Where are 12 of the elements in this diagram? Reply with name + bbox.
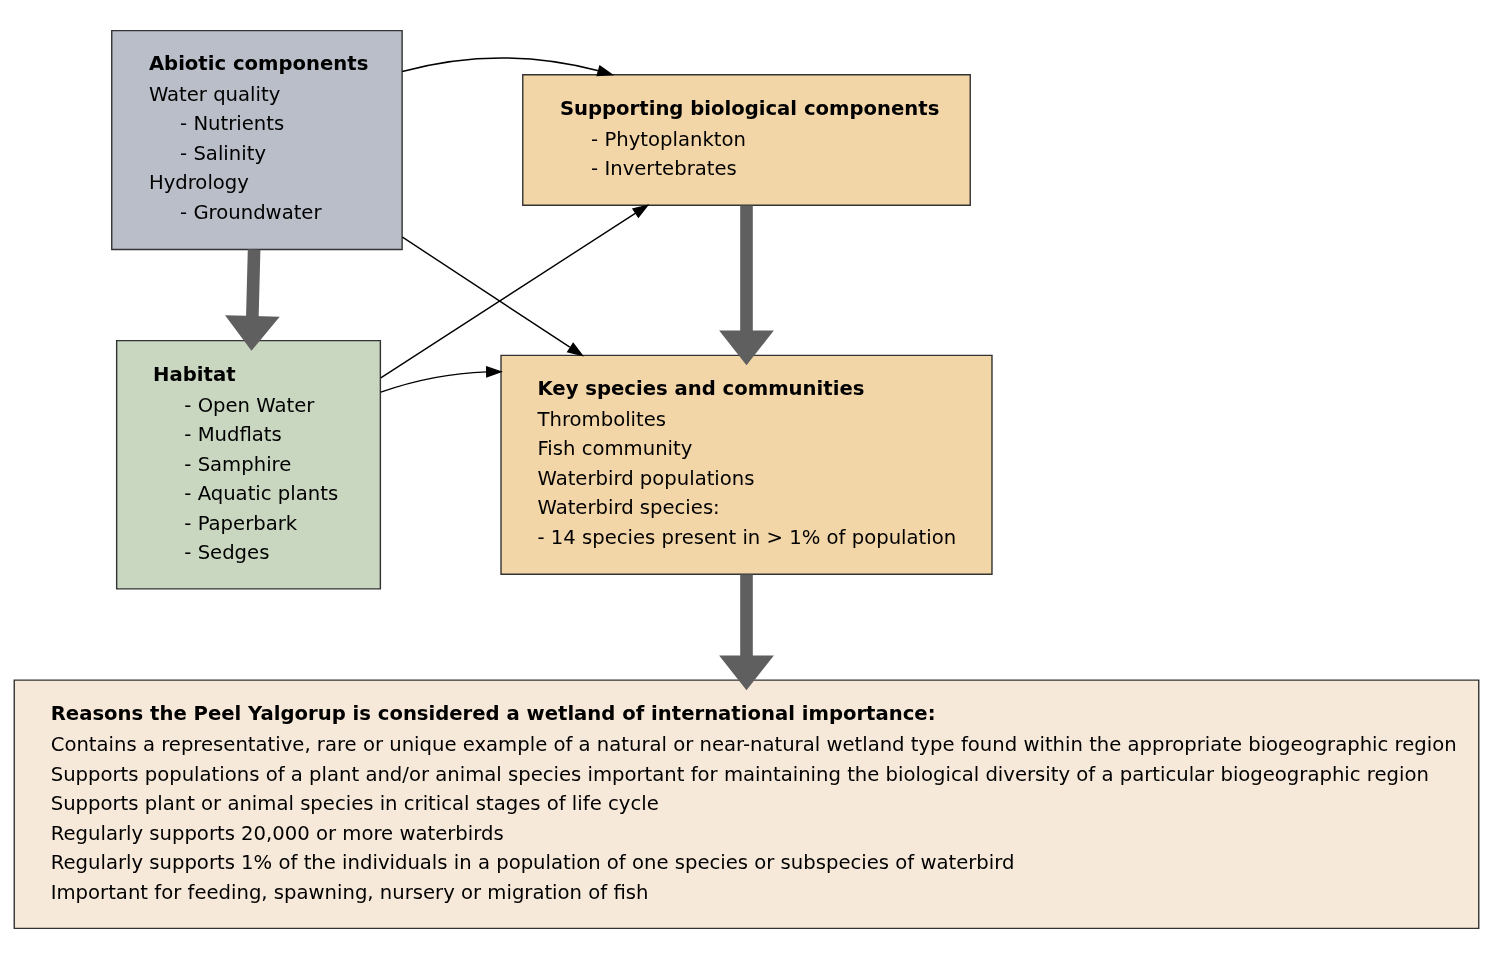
arrow (225, 249, 280, 351)
arrow (719, 574, 774, 691)
node-box: Abiotic components Water quality - Nutrients - Salinity Hydrology - Groundwater (111, 29, 403, 251)
node-box: Reasons the Peel Yalgorup is considered a wetland of international importance: Contains a representative, rare or unique example of a natural or near-natural wetland type found within the appropriate biogeographic region Supports populations of a plant and/or animal species important for maintaining the biological diversity of a particular biogeographic region Supports plant or animal species in critical stages of life cycle Regularly supports 20,000 or more waterbirds Regularly supports 1% of the individuals in a population of one species or subspecies of waterbird Important for feeding, spawning, nursery or migration of fish (13, 679, 1480, 930)
arrow (401, 236, 584, 357)
arrow (380, 365, 503, 393)
node-box: Habitat - Open Water - Mudflats - Samphire - Aquatic plants - Paperbark - Sedges (115, 339, 382, 590)
node-box: Key species and communities Thrombolites Fish community Waterbird populations Waterbird species: - 14 species present in > 1% of population (500, 354, 993, 575)
arrow (401, 57, 615, 77)
node-box: Supporting biological components - Phytoplankton - Invertebrates (522, 74, 971, 206)
arrow (380, 204, 650, 379)
arrow (719, 205, 774, 366)
